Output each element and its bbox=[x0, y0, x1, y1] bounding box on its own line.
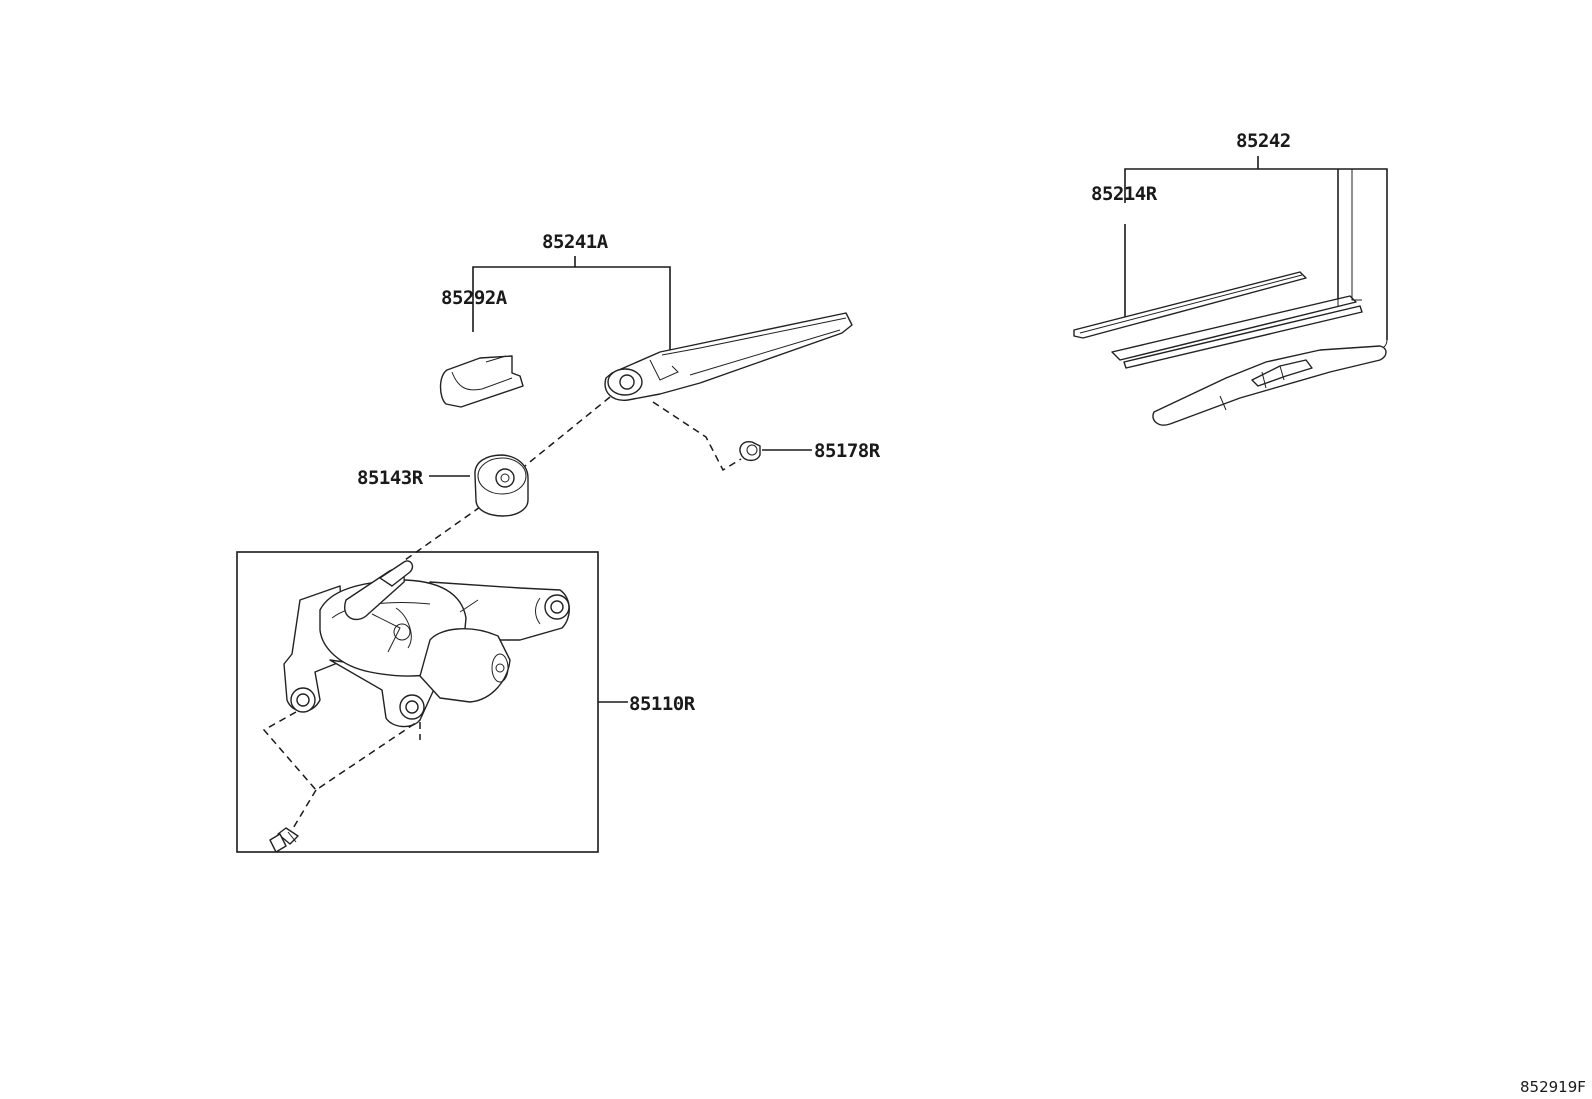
arm-head-cap-label[interactable]: 85292A bbox=[441, 287, 508, 309]
pivot-cap-part bbox=[474, 454, 529, 517]
pivot-nut-part bbox=[739, 441, 761, 462]
arm-head-cap-part bbox=[439, 355, 524, 408]
wiper-arm-label[interactable]: 85241A bbox=[542, 231, 609, 253]
wiper-motor-part bbox=[283, 560, 570, 728]
wiper-blade-part bbox=[1111, 169, 1388, 426]
mounting-bolt-part bbox=[269, 827, 299, 853]
pivot-nut-label[interactable]: 85178R bbox=[814, 440, 881, 462]
wiper-arm-part bbox=[604, 312, 853, 401]
blade-rubber-part bbox=[1073, 271, 1307, 339]
pivot-cap-label[interactable]: 85143R bbox=[357, 467, 424, 489]
wiper-motor-label[interactable]: 85110R bbox=[629, 693, 696, 715]
wiper-arm-callout bbox=[472, 256, 671, 350]
blade-rubber-label[interactable]: 85214R bbox=[1091, 183, 1158, 205]
figure-reference: 852919F bbox=[1520, 1078, 1586, 1096]
wiper-blade-assembly-label[interactable]: 85242 bbox=[1236, 130, 1291, 152]
